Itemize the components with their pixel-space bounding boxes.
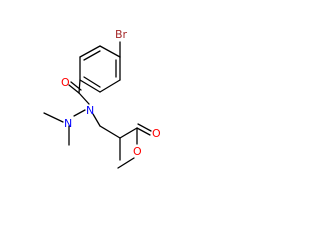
bond — [79, 79, 101, 93]
molecule-diagram: Br O N N O O — [0, 0, 166, 225]
bond — [68, 84, 80, 94]
bond — [99, 45, 121, 58]
bond — [79, 45, 101, 58]
molecule-svg: Br O N N O O — [43, 28, 161, 169]
ester-carbonyl-oxygen-label: O — [152, 127, 161, 140]
bond — [92, 113, 101, 127]
bond — [83, 50, 101, 61]
bond — [43, 112, 64, 123]
bond — [78, 79, 81, 94]
bond — [136, 127, 151, 136]
amide-nitrogen-label: N — [86, 104, 94, 117]
carbonyl-oxygen-label: O — [61, 76, 70, 89]
bond — [78, 92, 90, 105]
bond — [99, 79, 121, 93]
amine-nitrogen-label: N — [64, 117, 72, 130]
bond — [137, 123, 152, 132]
bond — [119, 127, 138, 139]
bond — [73, 109, 86, 117]
bromine-atom-label: Br — [115, 28, 128, 41]
bond — [99, 125, 121, 139]
bond — [83, 76, 101, 88]
ester-oxygen-label: O — [133, 145, 142, 158]
bond — [70, 81, 82, 91]
bond — [117, 157, 135, 169]
